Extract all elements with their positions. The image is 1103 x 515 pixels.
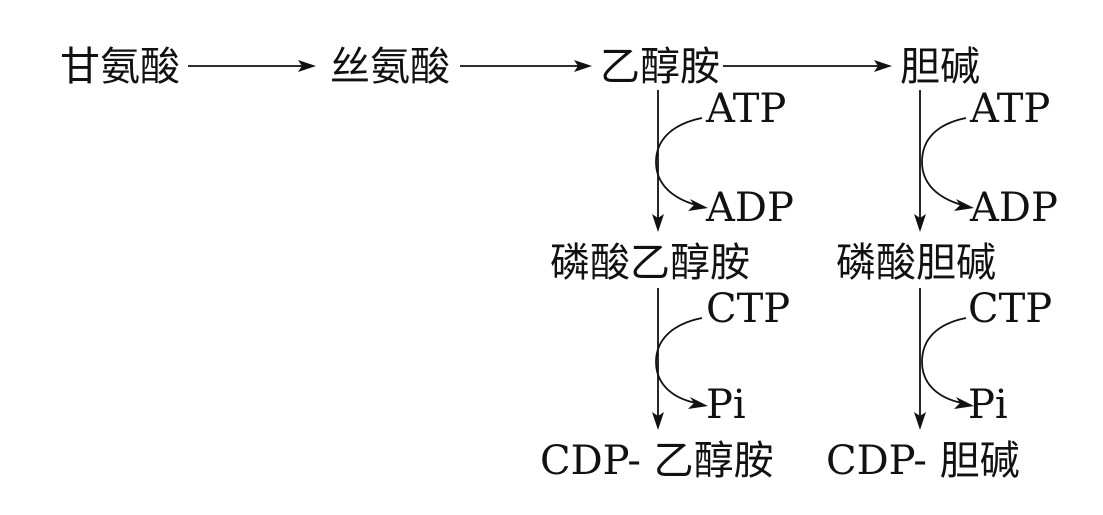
node-phosphocholine: 磷酸胆碱 — [836, 240, 996, 286]
arrow-ethanolamine-to-phosphoethanolamine — [652, 90, 664, 232]
curve-ctp-pi-left — [655, 317, 708, 409]
arrow-choline-to-phosphocholine — [914, 90, 926, 232]
node-ethanolamine: 乙醇胺 — [600, 44, 720, 90]
curve-ctp-pi-right — [921, 317, 974, 409]
cofactor-atp-left: ATP — [705, 86, 786, 132]
node-glycine: 甘氨酸 — [60, 44, 180, 90]
node-serine: 丝氨酸 — [330, 44, 450, 90]
arrow-serine-to-ethanolamine — [460, 60, 592, 72]
node-choline: 胆碱 — [900, 44, 980, 90]
node-cdp-choline: CDP- 胆碱 — [826, 438, 1020, 484]
cofactor-pi-right: Pi — [968, 382, 1008, 428]
curve-atp-adp-left — [655, 117, 708, 211]
node-cdp-ethanolamine: CDP- 乙醇胺 — [540, 438, 774, 484]
arrow-phosphocholine-to-cdp-choline — [914, 288, 926, 430]
cofactor-adp-left: ADP — [705, 185, 794, 231]
curve-atp-adp-right — [921, 117, 974, 211]
cofactor-ctp-left: CTP — [706, 286, 790, 332]
cofactor-pi-left: Pi — [706, 382, 746, 428]
cofactor-ctp-right: CTP — [968, 286, 1052, 332]
cofactor-atp-right: ATP — [969, 86, 1050, 132]
arrow-phosphoethanolamine-to-cdp-ethanolamine — [652, 288, 664, 430]
arrow-ethanolamine-to-choline — [723, 60, 892, 72]
cofactor-adp-right: ADP — [969, 185, 1058, 231]
node-phosphoethanolamine: 磷酸乙醇胺 — [550, 240, 750, 286]
arrow-glycine-to-serine — [188, 60, 316, 72]
